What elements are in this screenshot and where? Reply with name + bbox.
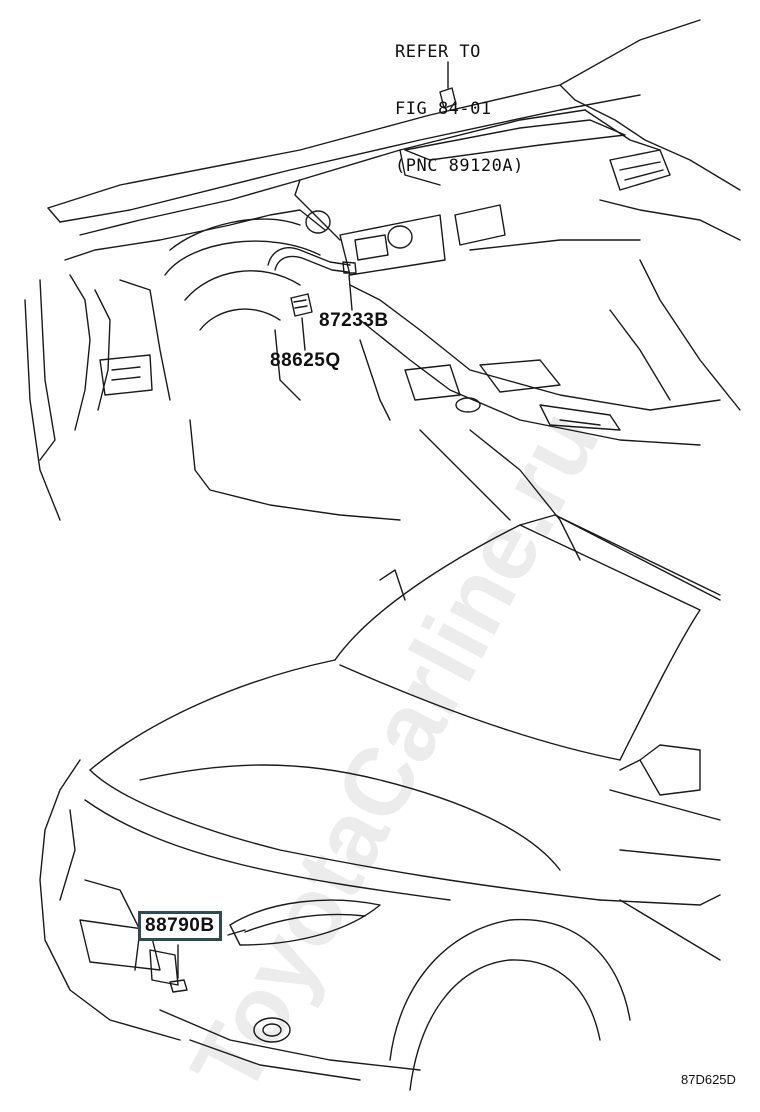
dashboard-drawing <box>24 19 741 561</box>
car-drawing <box>39 514 721 1091</box>
callout-line-1: REFER TO <box>395 42 481 62</box>
part-label-88790B[interactable]: 88790B <box>138 911 222 941</box>
callout-line-3: (PNC 89120A) <box>395 156 524 176</box>
part-label-88625Q[interactable]: 88625Q <box>270 350 341 371</box>
part-label-87233B[interactable]: 87233B <box>319 310 389 331</box>
diagram-code: 87D625D <box>681 1072 736 1087</box>
refer-callout: REFER TO FIG 84-01 (PNC 89120A) <box>395 5 524 214</box>
callout-line-2: FIG 84-01 <box>395 99 492 119</box>
